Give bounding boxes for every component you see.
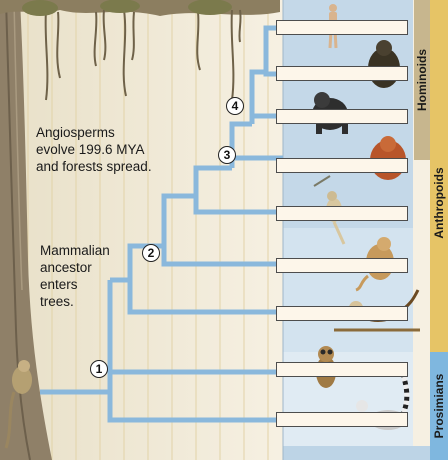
tip-label-box-8[interactable] bbox=[276, 362, 408, 377]
node-marker-2: 2 bbox=[142, 244, 160, 262]
tip-label-box-7[interactable] bbox=[276, 306, 408, 321]
angiosperms-line-2: evolve 199.6 MYA bbox=[36, 141, 152, 158]
tip-label-box-1[interactable] bbox=[276, 20, 408, 35]
mammalian-line-1: Mammalian bbox=[40, 242, 110, 259]
tip-label-box-9[interactable] bbox=[276, 412, 408, 427]
node-marker-4: 4 bbox=[226, 97, 244, 115]
mammalian-line-2: ancestor bbox=[40, 259, 110, 276]
node-marker-3: 3 bbox=[218, 146, 236, 164]
angiosperms-line-1: Angiosperms bbox=[36, 124, 152, 141]
anthropoid-panel bbox=[283, 228, 413, 352]
hominoids-label: Hominoids bbox=[415, 30, 429, 130]
tip-label-box-3[interactable] bbox=[276, 109, 408, 124]
tip-label-box-4[interactable] bbox=[276, 158, 408, 173]
anthropoids-label: Anthropoids bbox=[432, 153, 446, 253]
angiosperms-line-3: and forests spread. bbox=[36, 158, 152, 175]
tip-label-box-6[interactable] bbox=[276, 258, 408, 273]
mammalian-annotation: Mammalian ancestor enters trees. bbox=[40, 242, 110, 310]
tip-label-box-5[interactable] bbox=[276, 206, 408, 221]
node-marker-1: 1 bbox=[90, 360, 108, 378]
mammalian-line-3: enters bbox=[40, 276, 110, 293]
panel-footer bbox=[283, 446, 448, 460]
prosimians-label: Prosimians bbox=[432, 356, 446, 456]
tip-label-box-2[interactable] bbox=[276, 66, 408, 81]
mammalian-line-4: trees. bbox=[40, 293, 110, 310]
angiosperms-annotation: Angiosperms evolve 199.6 MYA and forests… bbox=[36, 124, 152, 175]
